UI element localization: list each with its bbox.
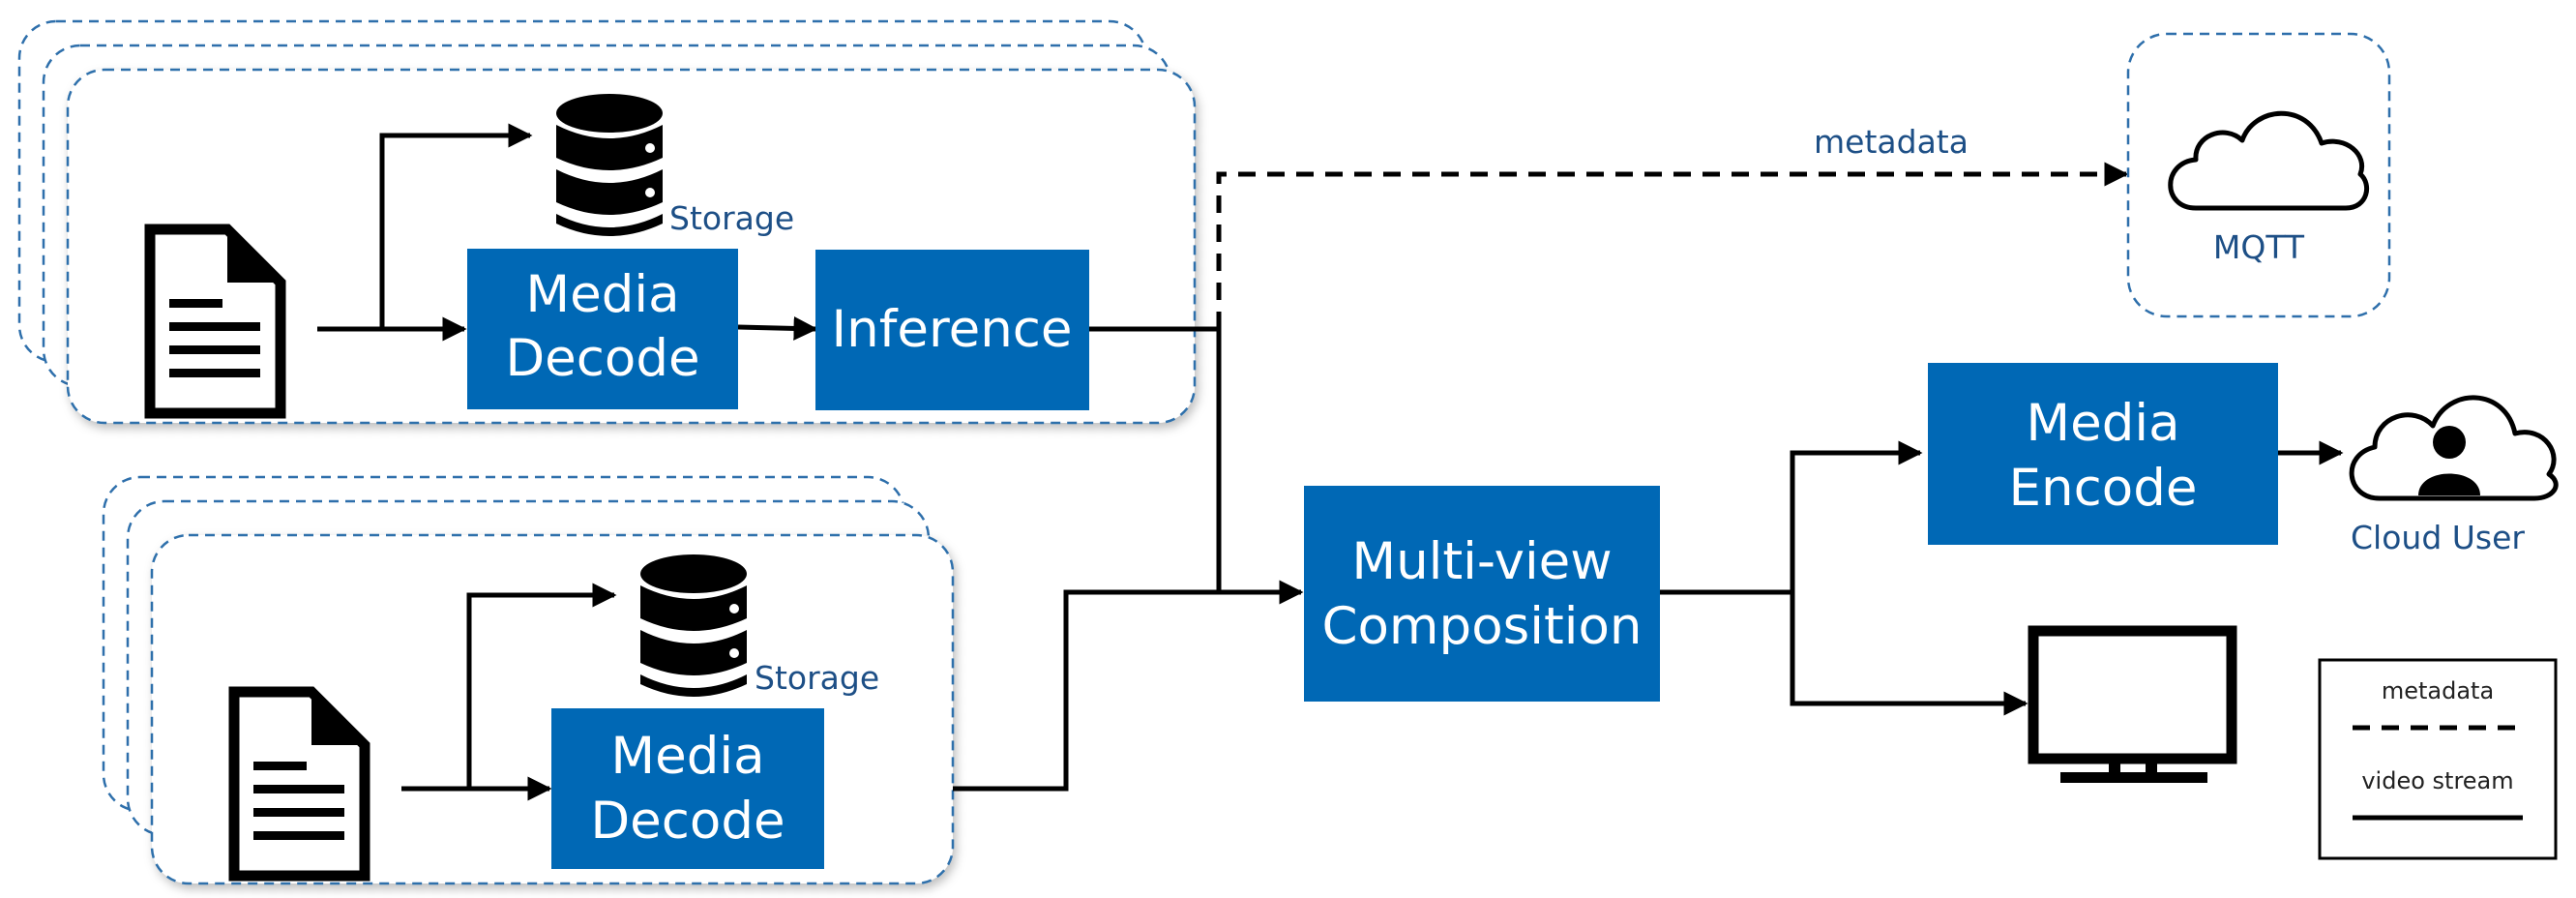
mqtt-label: MQTT (2213, 228, 2305, 266)
legend-box (2318, 658, 2558, 860)
composition-to-display-arrow (1790, 592, 2028, 716)
cloud-user-label: Cloud User (2351, 519, 2525, 556)
multiview-composition-box (1304, 486, 1660, 702)
top-doc-to-storage-arrow (379, 123, 533, 329)
bottom-decode-line1: Media (610, 727, 764, 786)
top-media-decode-box (467, 249, 738, 409)
bottom-storage-label: Storage (755, 659, 879, 697)
composition-to-encode-arrow (1790, 440, 1923, 592)
bottom-pipeline-group: Storage Media Decode (102, 475, 955, 885)
metadata-dashed-arrow (1216, 162, 2129, 329)
top-decode-to-inference-arrow (737, 315, 818, 341)
legend: metadata video stream (2318, 658, 2558, 860)
encode-line1: Media (2026, 394, 2179, 453)
media-encode-box (1928, 363, 2278, 545)
composition-line1: Multi-view (1351, 532, 1612, 591)
top-pipeline-group: Storage Media Decode Inference (17, 19, 1197, 425)
legend-video-stream-label: video stream (2361, 767, 2513, 794)
encode-line2: Encode (2009, 459, 2198, 518)
inference-label: Inference (831, 300, 1072, 359)
bottom-decode-to-composition-line (953, 589, 1219, 792)
monitor-icon (2028, 625, 2237, 783)
bottom-document-icon (234, 692, 365, 876)
inference-box (815, 250, 1089, 410)
bottom-media-decode-box (551, 708, 824, 869)
top-decode-line1: Media (525, 265, 679, 324)
metadata-label: metadata (1814, 123, 1969, 161)
top-document-icon (150, 229, 281, 413)
top-decode-line2: Decode (505, 329, 699, 388)
mqtt-cloud-icon (2168, 110, 2370, 211)
bottom-decode-line2: Decode (590, 792, 785, 851)
cloud-user-icon (2349, 395, 2559, 501)
composition-line2: Composition (1322, 597, 1643, 656)
bottom-doc-to-storage-arrow (466, 583, 617, 789)
legend-metadata-label: metadata (2382, 677, 2494, 704)
top-storage-label: Storage (669, 199, 794, 237)
